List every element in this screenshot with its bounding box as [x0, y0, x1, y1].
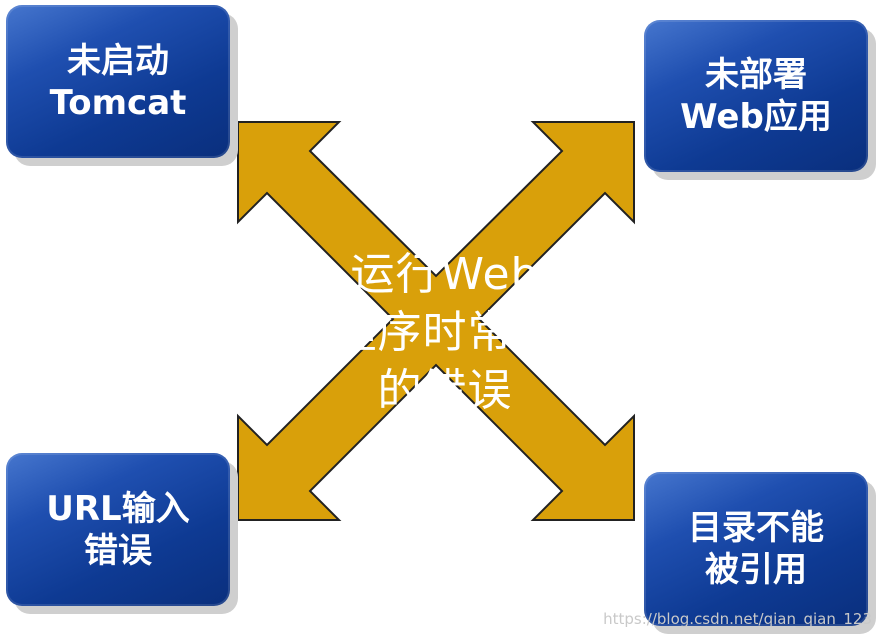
- four-way-arrow: [237, 121, 635, 521]
- box-tomcat-not-started: 未启动 Tomcat: [6, 5, 230, 158]
- box-directory-not-referenced-line-1: 目录不能: [688, 508, 824, 548]
- box-url-input-error-line-2: 错误: [84, 530, 152, 571]
- box-url-input-error-line-1: URL输入: [46, 488, 190, 529]
- box-web-app-not-deployed: 未部署 Web应用: [644, 20, 868, 172]
- center-label-line-1: 运行Web: [350, 249, 540, 300]
- center-label-line-3: 的错误: [377, 365, 513, 416]
- box-directory-not-referenced: 目录不能 被引用: [644, 472, 868, 626]
- box-tomcat-not-started-line-1: 未启动: [67, 40, 169, 81]
- box-web-app-not-deployed-line-2: Web应用: [680, 97, 832, 137]
- box-directory-not-referenced-line-2: 被引用: [705, 550, 807, 590]
- box-tomcat-not-started-line-2: Tomcat: [49, 82, 187, 123]
- box-url-input-error: URL输入 错误: [6, 453, 230, 606]
- center-label: 运行Web 程序时常犯 的错误: [300, 246, 590, 420]
- watermark-text: https://blog.csdn.net/qian_qian_123: [603, 610, 872, 628]
- box-web-app-not-deployed-line-1: 未部署: [705, 55, 807, 95]
- center-label-line-2: 程序时常犯: [332, 307, 558, 358]
